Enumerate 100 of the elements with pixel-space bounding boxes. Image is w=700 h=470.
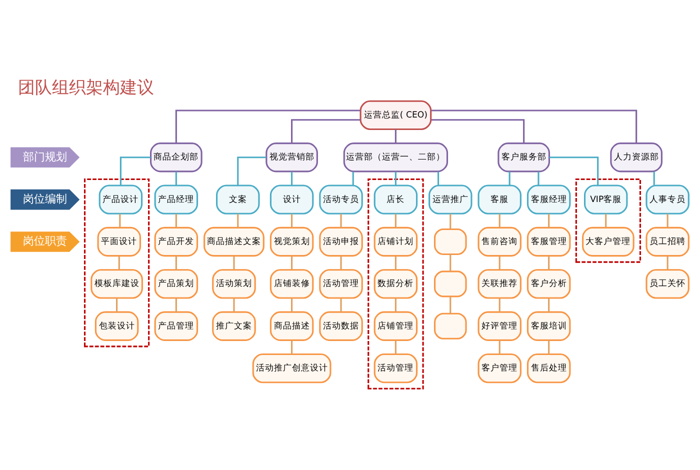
connector	[118, 256, 120, 270]
node-box: VIP客服	[584, 184, 628, 214]
node-box: 人力资源部	[610, 142, 662, 172]
connector	[116, 298, 118, 312]
node-box	[434, 228, 467, 255]
connector	[394, 256, 396, 270]
node-box: 活动推广创意设计	[252, 352, 332, 383]
connector	[233, 256, 235, 270]
connector	[548, 213, 550, 227]
node-box: 活动申报	[319, 226, 363, 256]
connector	[352, 171, 354, 185]
node-box: 设计	[270, 184, 314, 214]
connector	[340, 256, 342, 270]
connector	[291, 213, 293, 227]
node-box: 运营总监( CEO)	[360, 100, 432, 130]
connector	[438, 171, 440, 185]
connector	[340, 213, 342, 227]
connector	[548, 298, 550, 312]
connector	[340, 298, 342, 312]
node-box: 客户分析	[526, 268, 571, 298]
node-box: 店长	[374, 184, 418, 214]
connector	[291, 118, 361, 143]
node-box: 数据分析	[374, 268, 418, 298]
node-box: 人事专员	[646, 184, 690, 214]
connector	[431, 118, 525, 143]
node-box: 店铺管理	[374, 310, 418, 340]
connector	[175, 109, 360, 143]
diagram-title: 团队组织架构建议	[18, 78, 154, 98]
node-box: 客户服务部	[498, 142, 550, 172]
connector	[394, 213, 396, 227]
connector	[666, 213, 668, 227]
node-box	[434, 312, 467, 339]
connector	[394, 340, 396, 354]
node-box: 产品管理	[154, 310, 198, 340]
node-box: 客服	[478, 184, 522, 214]
connector	[233, 298, 235, 312]
connector	[498, 298, 500, 312]
node-box: 视觉策划	[270, 226, 314, 256]
connector	[175, 298, 177, 312]
cluster	[575, 178, 642, 262]
node-box: 活动管理	[319, 268, 363, 298]
node-box: 活动数据	[319, 310, 363, 340]
node-box: 运营部（运营一、二部）	[343, 142, 448, 172]
connector	[450, 254, 452, 271]
connector	[175, 256, 177, 270]
connector	[291, 256, 293, 270]
node-box: 客户管理	[478, 352, 522, 383]
node-box: 店铺计划	[374, 226, 418, 256]
node-box: 员工招聘	[646, 226, 690, 256]
connector	[653, 171, 655, 185]
connector	[291, 171, 293, 185]
node-box: 文案	[216, 184, 260, 214]
connector	[450, 296, 452, 313]
node-box: 活动管理	[374, 352, 418, 383]
connector	[394, 128, 396, 143]
node-box: 店铺装修	[270, 268, 314, 298]
node-box: 商品企划部	[150, 142, 202, 172]
node-box: 售后处理	[526, 352, 571, 383]
connector	[666, 256, 668, 270]
connector	[538, 171, 540, 185]
connector	[394, 171, 396, 185]
connector	[450, 213, 452, 229]
connector	[548, 340, 550, 354]
connector	[498, 256, 500, 270]
node-box: 好评管理	[478, 310, 522, 340]
node-box: 产品开发	[154, 226, 198, 256]
connector	[237, 213, 239, 227]
connector	[498, 340, 500, 354]
connector	[430, 109, 638, 143]
connector	[605, 213, 607, 227]
node-box: 员工关怀	[646, 268, 690, 298]
node-box: 活动策划	[212, 268, 256, 298]
node-box: 客服管理	[526, 226, 571, 256]
node-box: 视觉营销部	[266, 142, 318, 172]
node-box: 商品描述文案	[204, 226, 264, 256]
connector	[120, 156, 151, 185]
node-box: 活动专员	[319, 184, 363, 214]
cluster	[368, 178, 424, 389]
connector	[498, 213, 500, 227]
connector	[508, 171, 510, 185]
connector	[237, 156, 266, 185]
node-box: 关联推荐	[478, 268, 522, 298]
node-box: 产品设计	[98, 184, 143, 214]
node-box: 产品策划	[154, 268, 198, 298]
connector	[291, 340, 293, 354]
connector	[175, 171, 177, 185]
node-box: 平面设计	[97, 226, 142, 256]
connector	[175, 213, 177, 227]
connector	[291, 298, 293, 312]
connector	[549, 156, 599, 185]
node-box: 客服培训	[526, 310, 571, 340]
node-box: 商品描述	[270, 310, 314, 340]
node-box: 推广文案	[212, 310, 256, 340]
node-box: 运营推广	[428, 184, 472, 214]
node-box: 产品经理	[154, 184, 198, 214]
node-box: 售前咨询	[478, 226, 522, 256]
node-box	[434, 270, 467, 297]
connector	[119, 213, 121, 227]
node-box: 模板库建设	[90, 268, 143, 298]
node-box: 大客户管理	[582, 226, 634, 256]
